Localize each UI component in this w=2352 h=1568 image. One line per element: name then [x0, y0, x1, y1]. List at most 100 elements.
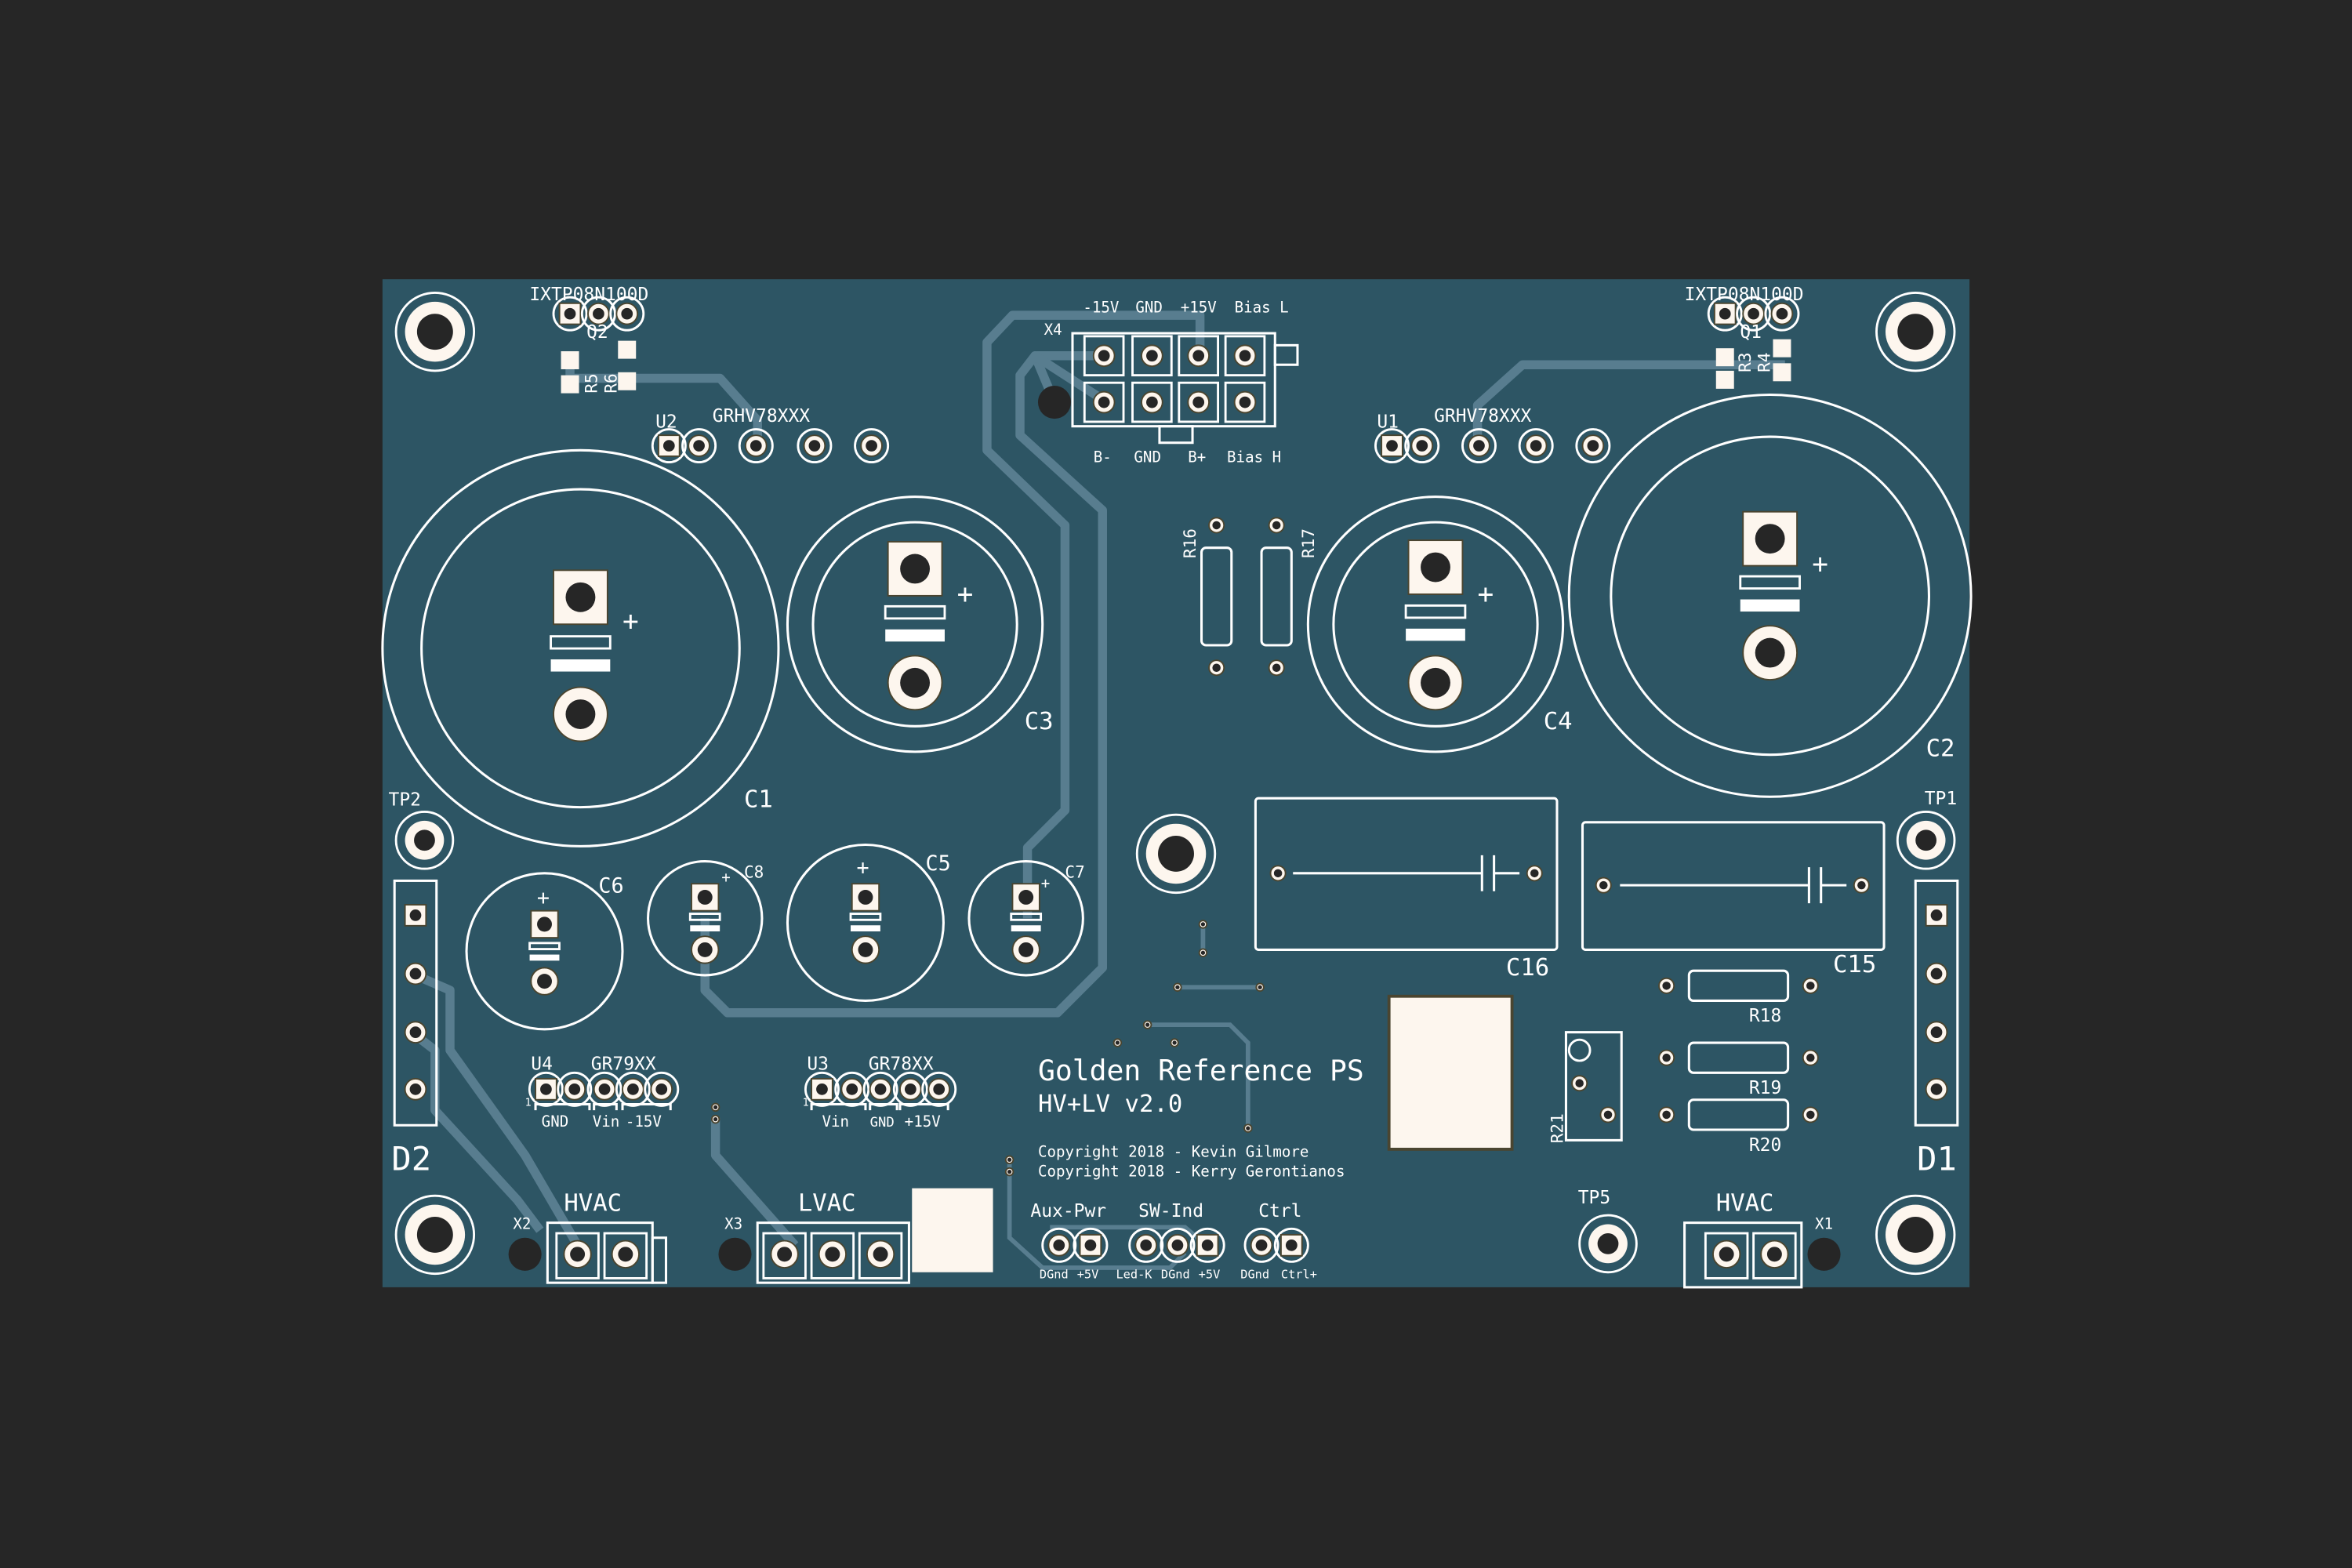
square-pad[interactable] — [1279, 1233, 1303, 1257]
drill-hole — [570, 1247, 586, 1262]
smd-pad[interactable] — [618, 340, 637, 359]
x4-ref: X4 — [1044, 321, 1062, 339]
r4-ref: R4 — [1755, 352, 1774, 372]
x4-bottom-label-1: B- — [1094, 448, 1112, 466]
pad-outline — [586, 1071, 622, 1107]
connector-cell — [1224, 335, 1266, 377]
d1-ref: D1 — [1917, 1140, 1957, 1178]
test-point-drill — [1915, 829, 1937, 851]
q2-ref: Q2 — [586, 322, 608, 343]
pad-layer — [404, 296, 1948, 1279]
svg-text:+: + — [957, 579, 974, 610]
board-title: Golden Reference PS — [1038, 1054, 1364, 1087]
x4-bottom-label-4: Bias H — [1227, 448, 1281, 466]
capacitor-polarity-bar — [550, 659, 611, 672]
drill-hole — [1530, 440, 1542, 452]
r19-ref: R19 — [1749, 1078, 1781, 1098]
pad-outline — [580, 296, 616, 332]
drill-hole — [1806, 1053, 1815, 1062]
drill-hole — [697, 889, 713, 905]
c7-outline[interactable] — [967, 860, 1084, 977]
pad-outline — [1736, 296, 1772, 332]
smd-pad[interactable] — [1773, 363, 1791, 382]
d2-outline — [393, 879, 438, 1127]
drill-hole — [1421, 552, 1450, 583]
r18-ref: R18 — [1749, 1006, 1781, 1026]
copyright-line-2: Copyright 2018 - Kerry Gerontianos — [1038, 1162, 1345, 1180]
smd-pad[interactable] — [1715, 370, 1734, 389]
drill-hole — [1766, 1247, 1782, 1262]
x2-label: HVAC — [564, 1189, 622, 1217]
u2-value: GRHV78XXX — [713, 406, 810, 426]
aux-pwr-pin-1: DGnd — [1040, 1267, 1069, 1281]
svg-text:+: + — [856, 856, 869, 880]
r16-body — [1200, 546, 1233, 647]
smd-pad[interactable] — [561, 351, 579, 369]
u3-pin-15v: +15V — [905, 1112, 941, 1131]
locating-hole — [1807, 1237, 1841, 1271]
copyright-line-1: Copyright 2018 - Kevin Gilmore — [1038, 1142, 1308, 1160]
c6-outline[interactable] — [465, 872, 624, 1031]
drill-hole — [808, 440, 821, 452]
x3-outline — [756, 1221, 910, 1284]
drill-hole — [1662, 982, 1671, 990]
r18-body — [1687, 969, 1790, 1002]
drill-hole — [1018, 942, 1034, 957]
drill-hole — [1806, 1110, 1815, 1120]
r6-ref: R6 — [601, 373, 620, 393]
capacitor-polarity-bar — [1010, 913, 1043, 921]
c3-outline[interactable] — [786, 495, 1044, 753]
square-pad[interactable] — [1079, 1233, 1102, 1257]
c5-outline[interactable] — [786, 843, 945, 1002]
smd-pad[interactable] — [561, 375, 579, 394]
c16-outline[interactable] — [1254, 797, 1559, 951]
u1-value: GRHV78XXX — [1434, 406, 1531, 426]
drill-hole — [1145, 1022, 1150, 1027]
drill-hole — [1146, 350, 1158, 362]
drill-hole — [409, 909, 422, 921]
ctrl-label: Ctrl — [1258, 1201, 1301, 1221]
smd-pad[interactable] — [1715, 348, 1734, 367]
pad-outline — [921, 1071, 957, 1107]
c15-ref: C15 — [1833, 951, 1876, 978]
pad-outline — [644, 1071, 680, 1107]
c16-ref: C16 — [1506, 954, 1549, 982]
pad-outline — [1243, 1227, 1279, 1263]
smd-pad[interactable] — [1773, 339, 1791, 358]
drill-hole — [873, 1247, 888, 1262]
d2-ref: D2 — [391, 1140, 431, 1178]
q1-ref: Q1 — [1740, 322, 1762, 343]
drill-hole — [1272, 521, 1281, 530]
fuse-block — [912, 1188, 993, 1272]
connector-cell — [810, 1232, 855, 1279]
c4-outline[interactable] — [1306, 495, 1565, 753]
drill-hole — [1285, 1239, 1298, 1251]
drill-hole — [693, 440, 705, 452]
connector-cell — [1131, 335, 1173, 377]
sw-ind-pin-1: Led-K — [1116, 1267, 1152, 1281]
pcb-board[interactable] — [382, 279, 1970, 1287]
drill-hole — [662, 440, 675, 452]
c1-outline[interactable] — [381, 448, 780, 848]
mounting-hole-drill — [416, 314, 453, 350]
smd-pad[interactable] — [618, 372, 637, 390]
r20-ref: R20 — [1749, 1135, 1781, 1156]
r21-ref: R21 — [1548, 1113, 1567, 1143]
capacitor-polarity-bar — [528, 942, 561, 951]
drill-hole — [1755, 524, 1785, 554]
c15-outline[interactable] — [1581, 821, 1886, 951]
drill-hole — [409, 1083, 422, 1095]
drill-hole — [933, 1083, 946, 1095]
c8-outline[interactable] — [647, 860, 764, 977]
silkscreen-labels: IXTP08N100D Q2 IXTP08N100D Q1 R5 R6 R3 R… — [389, 285, 1958, 1281]
u3-ref: U3 — [807, 1054, 829, 1074]
c2-outline[interactable] — [1567, 393, 1973, 798]
connector-cell — [858, 1232, 903, 1279]
drill-hole — [1272, 663, 1281, 672]
svg-text:+: + — [721, 868, 731, 886]
drill-hole — [1806, 982, 1815, 990]
x4-top-label-1: -15V — [1083, 298, 1119, 316]
drill-hole — [1172, 1040, 1177, 1045]
pad-outline — [804, 1071, 840, 1107]
